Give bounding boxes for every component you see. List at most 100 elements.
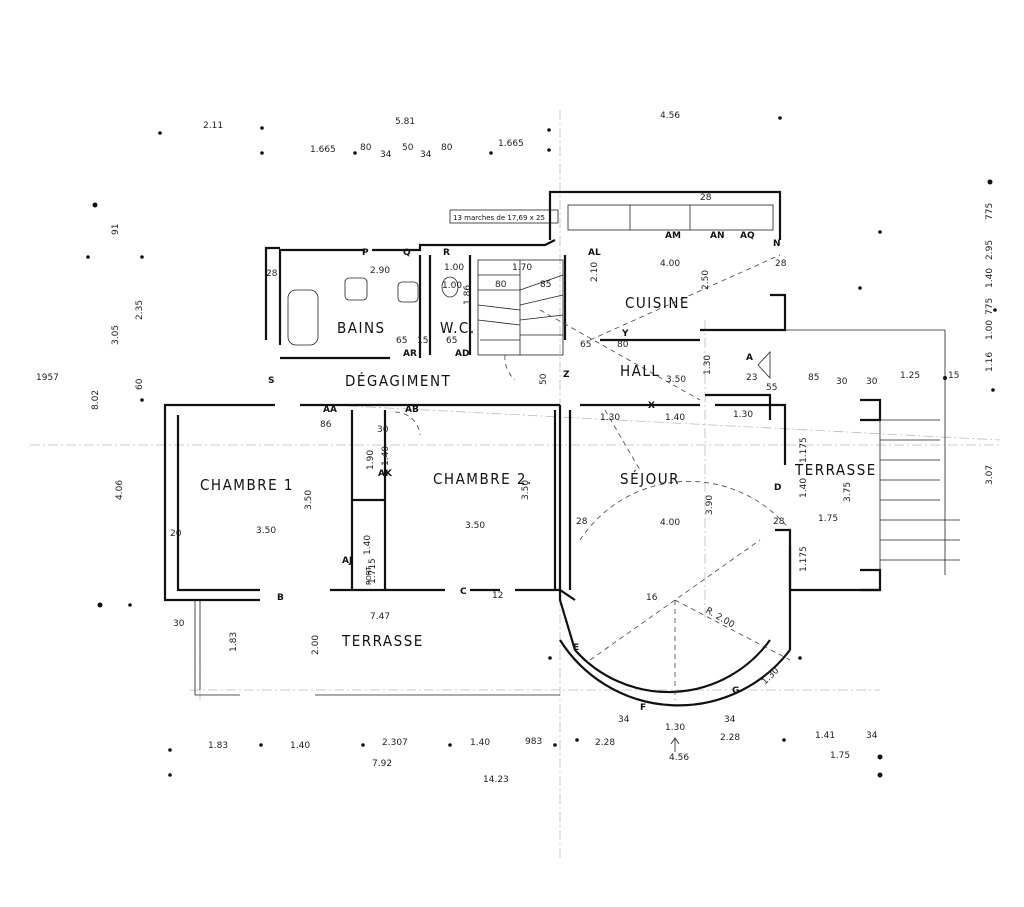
ref-letter: PORT — [365, 566, 373, 585]
room-label-degagement: DÉGAGIMENT — [345, 371, 451, 390]
dim-text: 3.50 — [521, 480, 531, 500]
room-labels: BAINS W.C. CUISINE DÉGAGIMENT HALL CHAMB… — [200, 294, 875, 650]
dim-text: 2.10 — [590, 262, 600, 282]
dim-text: 1.90 — [366, 450, 376, 470]
dim-text: 85 — [808, 373, 819, 383]
dim-text: 2.95 — [985, 240, 995, 260]
dim-text: 14.23 — [483, 775, 509, 785]
ref-letter: S — [268, 376, 274, 386]
ref-letter: Z — [563, 370, 570, 380]
dim-text: 1.25 — [900, 371, 920, 381]
dimension-markers — [86, 116, 997, 778]
dim-text: 34 — [724, 715, 736, 725]
dim-text: 1.00 — [985, 320, 995, 340]
dim-text: 1.40 — [665, 413, 685, 423]
dim-text: 65 — [580, 340, 591, 350]
ref-letter: Q — [403, 248, 411, 258]
dim-text: 2.28 — [720, 733, 740, 743]
dim-text: 983 — [525, 737, 542, 747]
notes: 13 marches de 17,69 x 25 1957 — [36, 209, 559, 383]
dim-text: 2.28 — [595, 738, 615, 748]
dim-text: 15 — [948, 371, 959, 381]
dim-text: 86 — [320, 420, 332, 430]
dim-text: 7.47 — [370, 612, 390, 622]
dim-text: 60 — [135, 378, 145, 390]
dim-text: 1.30 — [733, 410, 753, 420]
door-swings — [394, 254, 791, 700]
ref-letter: AM — [665, 231, 681, 241]
ref-letter: F — [640, 703, 646, 713]
dim-text: 1.70 — [512, 263, 532, 273]
ref-letter: D — [774, 483, 781, 493]
dim-text: 1.40 — [381, 446, 391, 466]
dim-text: 3.05 — [111, 325, 121, 345]
ref-letter: AB — [405, 405, 419, 415]
dim-text: 1.665 — [498, 139, 524, 149]
ref-letter: E — [573, 643, 579, 653]
dim-text: 28 — [700, 193, 712, 203]
dim-text: 1.30 — [760, 666, 781, 687]
dim-text: 50 — [402, 143, 414, 153]
reference-letters: P Q R S AL AM AN AQ N AR AD Y Z A X AA A… — [268, 231, 781, 713]
dim-text: 28 — [773, 517, 785, 527]
room-label-chambre-1: CHAMBRE 1 — [200, 476, 294, 494]
dim-text: 4.06 — [115, 480, 125, 500]
dim-text: 1.40 — [363, 535, 373, 555]
left-dimensions: 91 3.05 2.35 8.02 60 4.06 — [91, 224, 145, 500]
entry-arrow-icon — [670, 350, 771, 752]
dim-text: 28 — [775, 259, 787, 269]
stair-note: 13 marches de 17,69 x 25 — [453, 214, 545, 222]
dim-text: 65 — [446, 336, 457, 346]
dim-text: 1.16 — [985, 352, 995, 372]
interior-walls — [280, 255, 700, 590]
dim-text: 85 — [540, 280, 551, 290]
dim-text: 1.86 — [463, 285, 473, 305]
ref-letter: AL — [588, 248, 601, 258]
right-dimensions: 775 2.95 1.40 775 1.00 1.16 3.07 — [985, 203, 995, 485]
ref-letter: AR — [403, 349, 417, 359]
dim-text: 1.715 — [368, 558, 378, 584]
fixtures — [287, 204, 774, 346]
ref-letter: A — [746, 353, 753, 363]
top-dimensions: 2.11 5.81 4.56 1.665 80 34 50 34 80 1.66… — [203, 111, 680, 160]
ref-letter: AN — [710, 231, 725, 241]
dim-text: 1.75 — [830, 751, 850, 761]
dim-text: 1.40 — [985, 268, 995, 288]
dim-text: 8.02 — [91, 390, 101, 410]
dim-text: 1.75 — [818, 514, 838, 524]
room-label-chambre-2: CHAMBRE 2. — [433, 470, 533, 488]
dim-text: 16 — [646, 593, 658, 603]
dim-text: 2.35 — [135, 300, 145, 320]
dim-text: 5.81 — [395, 117, 415, 127]
dim-text: 30 — [173, 619, 185, 629]
ref-letter: G — [732, 686, 739, 696]
dim-text: 3.50 — [666, 375, 686, 385]
dim-text: 34 — [420, 150, 432, 160]
dim-text: 80 — [617, 340, 629, 350]
dim-text: R. 2.00 — [704, 606, 737, 631]
dim-text: 3.50 — [304, 490, 314, 510]
room-label-wc: W.C. — [440, 319, 476, 337]
dim-text: 50 — [539, 373, 549, 385]
terrace-steps — [785, 329, 960, 575]
dim-text: 3.75 — [843, 482, 853, 502]
dim-text: 1.40 — [470, 738, 490, 748]
ref-letter: X — [648, 401, 655, 411]
ref-letter: Y — [621, 329, 629, 339]
dim-text: 4.00 — [660, 518, 680, 528]
dim-text: 1.665 — [310, 145, 336, 155]
dim-text: 34 — [380, 150, 392, 160]
ref-letter: P — [362, 248, 369, 258]
ref-letter: AJ — [342, 556, 352, 566]
room-label-bains: BAINS — [337, 319, 386, 337]
ref-letter: AD — [455, 349, 469, 359]
bottom-dimensions: 1.83 1.40 2.307 1.40 983 2.28 2.28 1.41 … — [208, 731, 878, 785]
dim-text: 34 — [618, 715, 630, 725]
dim-text: 23 — [746, 373, 757, 383]
dim-text: 775 — [985, 203, 995, 220]
room-label-hall: HALL — [620, 362, 660, 380]
dim-text: 4.00 — [660, 259, 680, 269]
room-label-cuisine: CUISINE — [625, 294, 690, 312]
dim-text: 3.07 — [985, 465, 995, 485]
dim-text: 3.90 — [705, 495, 715, 515]
